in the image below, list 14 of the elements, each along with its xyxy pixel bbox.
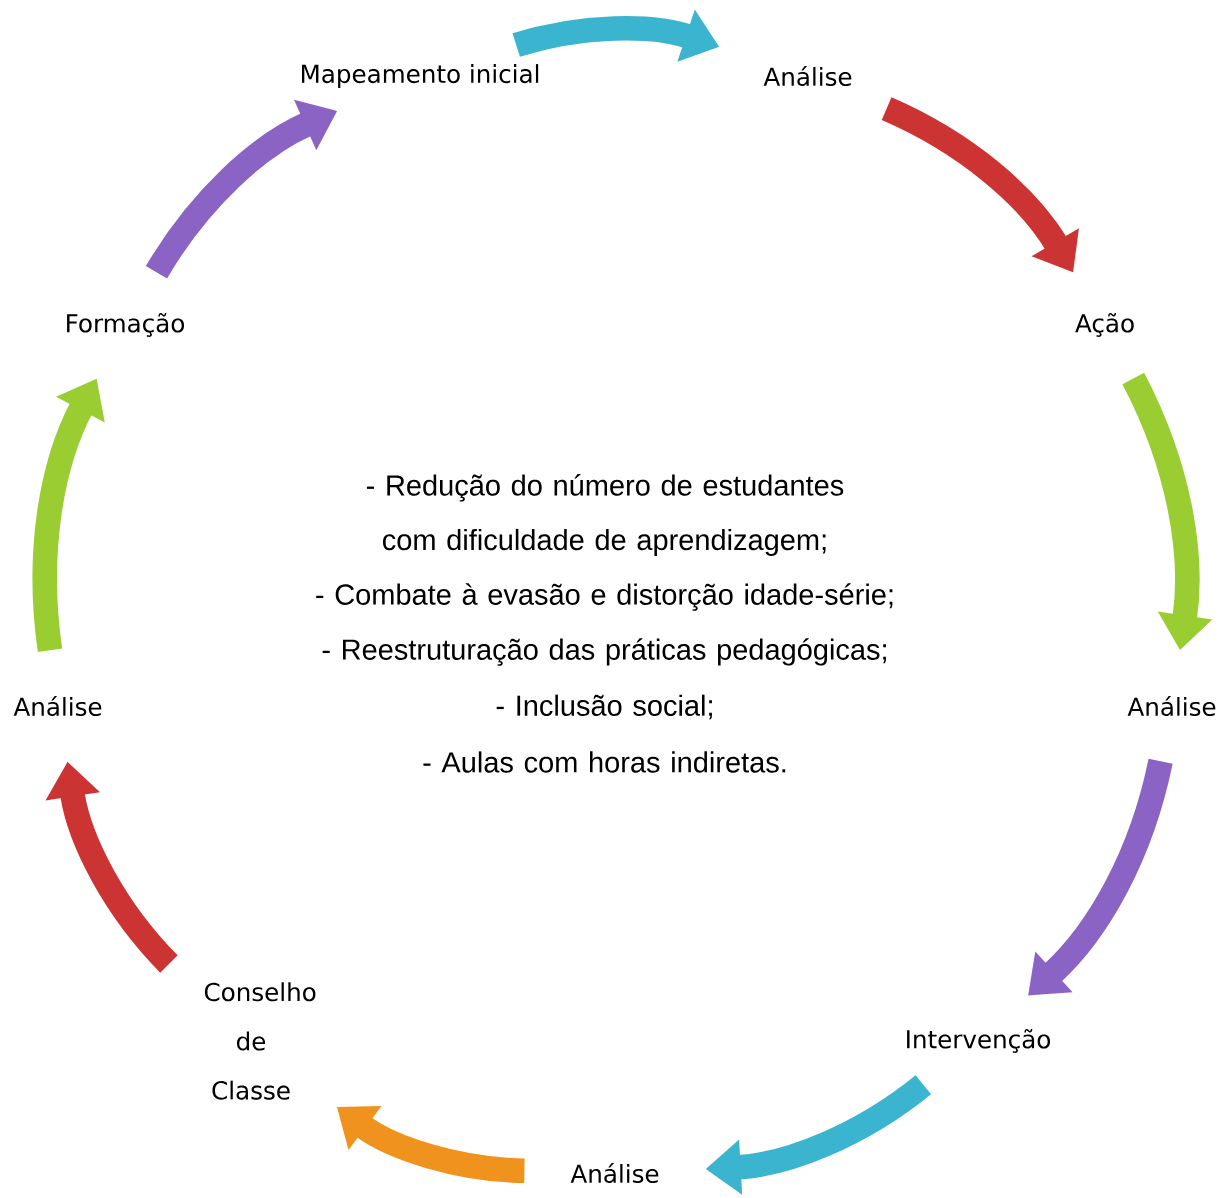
body-text: - Inclusão social; <box>496 694 712 720</box>
step-label: Ação <box>1075 313 1134 337</box>
step-label: Conselho de Classe <box>204 982 316 1100</box>
step-label: Análise <box>763 66 852 86</box>
body-text: - Aulas com horas indiretas. <box>423 751 786 773</box>
step-label: Intervenção <box>907 1029 1051 1053</box>
step-label: Análise <box>570 1163 659 1183</box>
body-text: - Redução do número de estudantes com dificuldade de aprendizagem; <box>366 474 844 556</box>
step-label: Análise <box>1127 696 1216 716</box>
step-label: Formação <box>67 313 185 337</box>
body-text: - Combate à evasão e distorção idade-série; <box>316 583 893 611</box>
step-label: Análise <box>13 696 102 716</box>
step-label: Mapeamento inicial <box>302 64 539 88</box>
body-text: - Reestruturação das práticas pedagógicas; <box>322 638 886 666</box>
